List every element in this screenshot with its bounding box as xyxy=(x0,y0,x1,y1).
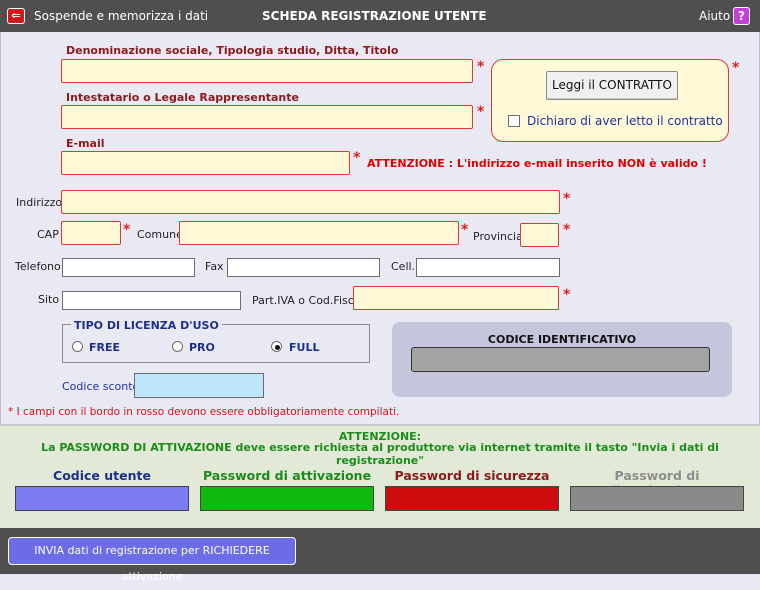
contract-read-checkbox-label[interactable]: Dichiaro di aver letto il contratto xyxy=(527,114,723,128)
help-label[interactable]: Aiuto xyxy=(699,9,731,23)
license-full-radio[interactable] xyxy=(271,341,282,352)
intestatario-label: Intestatario o Legale Rappresentante xyxy=(66,91,299,104)
denominazione-input[interactable] xyxy=(61,59,473,83)
required-star: * xyxy=(563,287,571,303)
license-pro-label[interactable]: PRO xyxy=(189,341,215,354)
comune-label: Comune xyxy=(137,228,183,241)
identifier-field xyxy=(411,347,710,372)
required-star: * xyxy=(353,150,361,166)
send-registration-button[interactable]: INVIA dati di registrazione per RICHIEDE… xyxy=(8,537,296,583)
activation-password-field[interactable] xyxy=(200,486,374,511)
intestatario-input[interactable] xyxy=(61,105,473,129)
deactivation-password-field[interactable] xyxy=(570,486,744,511)
fax-input[interactable] xyxy=(227,258,380,277)
provincia-label: Provincia xyxy=(473,230,523,243)
telefono-input[interactable] xyxy=(62,258,195,277)
title-bar xyxy=(0,0,760,32)
user-code-field[interactable] xyxy=(15,486,189,511)
cell-input[interactable] xyxy=(416,258,560,277)
identifier-title: CODICE IDENTIFICATIVO xyxy=(487,333,637,346)
activation-password-label: Password di attivazione xyxy=(202,468,372,483)
license-pro-radio[interactable] xyxy=(172,341,183,352)
required-star: * xyxy=(732,60,740,76)
page-title: SCHEDA REGISTRAZIONE UTENTE xyxy=(262,9,487,23)
license-type-title: TIPO DI LICENZA D'USO xyxy=(71,319,222,332)
email-label: E-mail xyxy=(66,137,105,150)
discount-code-input[interactable] xyxy=(134,373,264,398)
suspend-save-link[interactable]: Sospende e memorizza i dati xyxy=(34,9,209,23)
partiva-label: Part.IVA o Cod.Fisc. xyxy=(252,294,358,307)
cap-label: CAP xyxy=(37,228,59,241)
fax-label: Fax xyxy=(205,260,224,273)
activation-message: La PASSWORD DI ATTIVAZIONE deve essere r… xyxy=(41,441,719,467)
required-star: * xyxy=(563,191,571,207)
denominazione-label: Denominazione sociale, Tipologia studio,… xyxy=(66,44,399,57)
required-star: * xyxy=(461,222,469,238)
required-star: * xyxy=(563,222,571,238)
license-full-label[interactable]: FULL xyxy=(289,341,320,354)
cap-input[interactable] xyxy=(61,221,121,245)
sito-input[interactable] xyxy=(62,291,241,310)
cell-label: Cell. xyxy=(391,260,416,273)
user-code-label: Codice utente xyxy=(53,468,151,483)
required-fields-note: * I campi con il bordo in rosso devono e… xyxy=(8,406,400,418)
required-star: * xyxy=(123,222,131,238)
security-password-field[interactable] xyxy=(385,486,559,511)
read-contract-button[interactable]: Leggi il CONTRATTO xyxy=(546,71,678,100)
activation-attention: ATTENZIONE: xyxy=(338,430,422,443)
license-free-radio[interactable] xyxy=(72,341,83,352)
comune-input[interactable] xyxy=(179,221,459,245)
discount-code-label: Codice sconto xyxy=(62,380,140,393)
email-input[interactable] xyxy=(61,151,350,175)
security-password-label: Password di sicurezza xyxy=(394,468,550,483)
license-free-label[interactable]: FREE xyxy=(89,341,121,354)
back-arrow-icon[interactable]: ⇐ xyxy=(7,8,25,24)
required-star: * xyxy=(477,104,485,120)
provincia-input[interactable] xyxy=(520,223,559,247)
indirizzo-label: Indirizzo xyxy=(16,196,63,209)
indirizzo-input[interactable] xyxy=(61,190,560,214)
contract-read-checkbox[interactable] xyxy=(508,115,520,127)
required-star: * xyxy=(477,59,485,75)
email-invalid-warning: ATTENZIONE : L'indirizzo e-mail inserito… xyxy=(367,157,707,170)
sito-label: Sito xyxy=(38,293,60,306)
telefono-label: Telefono xyxy=(15,260,61,273)
help-question-icon[interactable]: ? xyxy=(733,7,750,25)
partiva-input[interactable] xyxy=(353,286,559,310)
